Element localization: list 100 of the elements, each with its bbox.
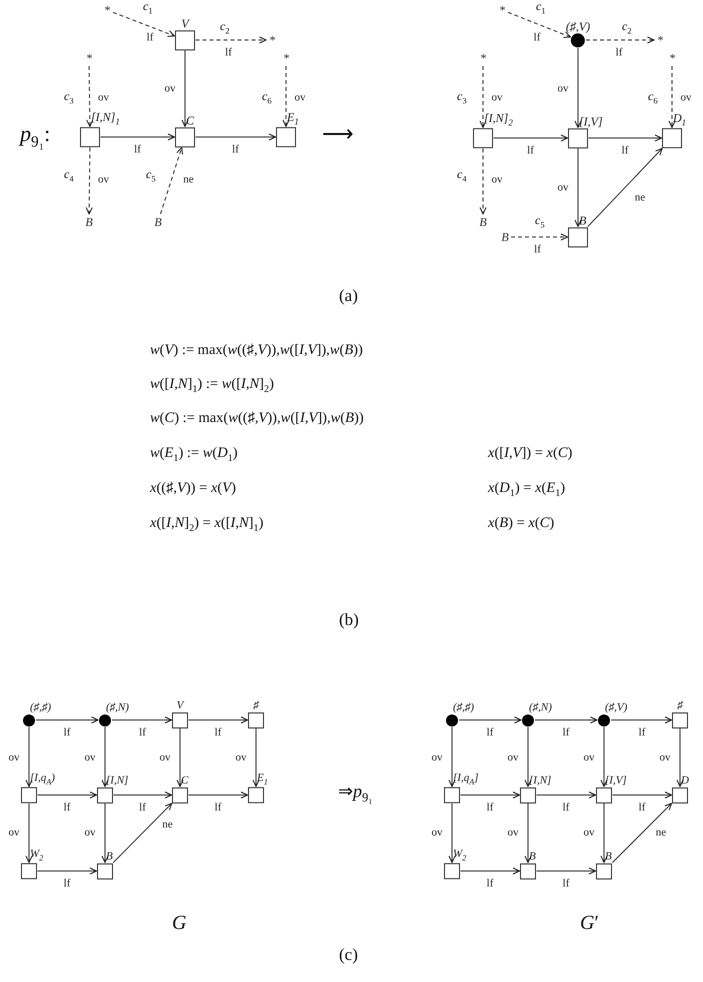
arrow bbox=[668, 66, 676, 128]
arrow bbox=[26, 726, 32, 787]
node-label: * bbox=[104, 4, 110, 16]
arrow bbox=[188, 792, 248, 798]
node-label: (♯,N) bbox=[529, 702, 552, 714]
node-label: [I,q$_{A}$] bbox=[453, 773, 479, 787]
edge-label: lf bbox=[614, 48, 624, 58]
formula: w([I,N]$_{1}$) := w([I,N]$_{2}$) bbox=[150, 377, 274, 396]
constraint-label: c$_{5}$ bbox=[535, 214, 545, 230]
constraint-label: c$_{1}$ bbox=[536, 0, 546, 16]
node-label: W$_{2}$ bbox=[30, 849, 44, 863]
edge-label: ov bbox=[84, 828, 96, 838]
node-label: * bbox=[283, 52, 289, 64]
node-label: (♯,♯) bbox=[453, 702, 474, 714]
edge-label: lf bbox=[562, 728, 570, 738]
edge-label: ov bbox=[490, 174, 504, 186]
node-label: C bbox=[181, 775, 188, 787]
edge-label: lf bbox=[620, 146, 630, 156]
arrow bbox=[448, 803, 456, 863]
node-label: * bbox=[480, 52, 486, 64]
node-label: B bbox=[479, 216, 487, 228]
arrow bbox=[102, 726, 108, 787]
node-label: (♯,♯) bbox=[30, 702, 52, 714]
arrow bbox=[182, 50, 188, 127]
edge-label: lf bbox=[138, 802, 147, 814]
arrow bbox=[86, 66, 94, 127]
arrow bbox=[448, 726, 456, 787]
arrow bbox=[612, 792, 672, 798]
arrow bbox=[536, 792, 596, 798]
constraint-label: c$_{4}$ bbox=[64, 168, 74, 184]
edge-label: ov bbox=[97, 174, 110, 185]
edge-label: ov bbox=[164, 83, 176, 94]
arrow bbox=[112, 802, 172, 864]
panel-caption: (b) bbox=[339, 611, 359, 630]
arrow bbox=[574, 48, 582, 128]
edge-label: lf bbox=[533, 244, 542, 256]
formula: w(C) := max(w((♯,V)),w([I,V]),w(B)) bbox=[150, 411, 364, 427]
edge-label: lf bbox=[224, 48, 233, 58]
formula: x((♯,V)) = x(V) bbox=[150, 481, 236, 497]
edge-label: ov bbox=[556, 84, 570, 94]
edge-label: lf bbox=[562, 878, 570, 890]
edge-label: lf bbox=[486, 728, 494, 738]
edge-label: lf bbox=[638, 728, 646, 738]
edge-label: ov bbox=[506, 828, 520, 838]
arrow bbox=[574, 148, 582, 227]
arrow bbox=[586, 36, 654, 44]
arrow bbox=[536, 868, 596, 874]
arrow bbox=[26, 803, 32, 863]
edge-label: ov bbox=[490, 92, 504, 104]
edge-label: lf bbox=[138, 728, 147, 738]
formula: x([I,N]$_{2}$) = x([I,N]$_{1}$) bbox=[150, 516, 264, 534]
arrow bbox=[507, 12, 572, 38]
edge-label: lf bbox=[562, 802, 570, 814]
edge-label: lf bbox=[62, 802, 72, 814]
edge-label: lf bbox=[62, 728, 72, 738]
node-label: * bbox=[86, 52, 92, 64]
edge-label: ov bbox=[158, 752, 172, 763]
node-label: * bbox=[269, 34, 275, 46]
arrow bbox=[112, 12, 175, 37]
edge-label: ov bbox=[234, 752, 248, 763]
node-label: B bbox=[501, 231, 509, 243]
arrow bbox=[252, 728, 260, 787]
arrow bbox=[195, 36, 266, 44]
arrow bbox=[480, 66, 486, 128]
edge-label: ov bbox=[430, 828, 444, 838]
arrow bbox=[37, 792, 97, 798]
constraint-label: c$_{2}$ bbox=[622, 20, 632, 36]
node-label: E$_{1}$ bbox=[287, 111, 299, 127]
constraint-label: c$_{4}$ bbox=[457, 168, 467, 184]
arrow bbox=[480, 148, 486, 214]
edge-label: lf bbox=[214, 728, 222, 738]
arrow bbox=[534, 716, 598, 724]
arrow bbox=[176, 728, 184, 787]
node-label: * bbox=[657, 34, 663, 46]
arrow bbox=[112, 716, 172, 724]
arrow bbox=[460, 868, 520, 874]
arrow bbox=[460, 792, 520, 798]
node-label: B bbox=[85, 216, 93, 228]
edge-label: lf bbox=[214, 802, 222, 814]
edge-label: ov bbox=[8, 752, 20, 763]
arrow bbox=[102, 803, 108, 863]
formula: x([I,V]) = x(C) bbox=[488, 446, 572, 462]
edge-label: ov bbox=[84, 752, 96, 763]
node-label: ♯ bbox=[253, 700, 259, 712]
rewrite-arrow: ⟶ bbox=[322, 122, 354, 146]
formula: w(V) := max(w((♯,V)),w([I,V]),w(B)) bbox=[150, 343, 363, 359]
edge-label: lf bbox=[486, 878, 494, 890]
edge-label: ov bbox=[556, 182, 570, 193]
edge-label: ov bbox=[506, 752, 520, 763]
edge-label: ov bbox=[8, 828, 20, 838]
node-label: V bbox=[176, 700, 184, 712]
edge-label: lf bbox=[638, 802, 646, 814]
node-label: [I,q$_{A}$) bbox=[30, 773, 55, 787]
node-label: (♯,V) bbox=[605, 702, 628, 714]
constraint-label: c$_{5}$ bbox=[146, 168, 156, 184]
arrow bbox=[524, 726, 532, 787]
edge-label: lf bbox=[231, 144, 240, 156]
arrow bbox=[493, 134, 568, 142]
edge-label: ov bbox=[97, 92, 110, 103]
arrow bbox=[612, 802, 672, 864]
